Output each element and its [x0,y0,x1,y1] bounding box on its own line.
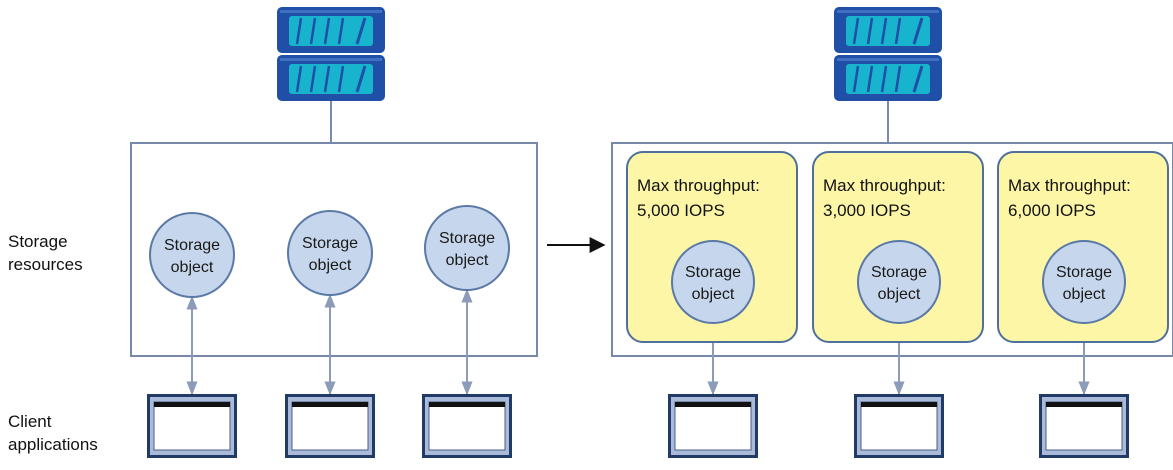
left-storage-system [277,7,385,101]
server-bay-slot [866,65,874,93]
server-unit-highlight [837,58,939,61]
storage-object-circle [287,210,373,296]
qos-policy-limit: 6,000 IOPS [1008,201,1096,220]
storage-object-label-line2: object [1063,286,1106,303]
storage-object-label-line1: Storage [439,230,495,247]
client-screen [674,401,752,451]
storage-object-label-line2: object [692,286,735,303]
server-bay-slot [337,17,345,45]
server-unit-highlight [837,10,939,13]
server-unit [277,7,385,53]
server-bay-slot [852,17,860,45]
storage-object-label-line2: object [878,286,921,303]
client-applications-label-line1: Client [8,412,52,431]
client-screen [860,401,938,451]
server-unit [834,7,942,53]
client-title-bar [292,402,368,407]
server-bay-slot [295,17,303,45]
server-bay-slot [323,17,331,45]
links-layer [186,101,1090,396]
main-layer: StorageobjectStorageobjectStorageobjectM… [147,7,1169,458]
left-storage-object-1: Storage object [149,212,235,298]
qos-policy-2: Max throughput: 3,000 IOPS Storage object [812,151,984,343]
qos-policy-title: Max throughput: [637,176,760,195]
left-storage-object-3: Storage object [424,205,510,291]
server-bay-divider [912,17,924,45]
storage-object-label-line2: object [309,257,352,274]
left-client-application-3 [422,394,512,458]
client-title-bar [675,402,751,407]
storage-object-circle [1042,240,1126,324]
server-bay-slot [894,17,902,45]
server-unit-highlight [280,10,382,13]
server-unit-panel [846,64,930,94]
server-bay-slot [880,17,888,45]
client-title-bar [1046,402,1122,407]
left-storage-object-2: Storage object [287,210,373,296]
storage-object-label-line2: object [171,259,214,276]
storage-object-label-line1: Storage [1056,264,1112,281]
storage-object-label-line1: Storage [302,235,358,252]
client-title-bar [429,402,505,407]
storage-object-label-line1: Storage [164,237,220,254]
storage-resources-label-line2: resources [8,255,83,274]
storage-resources-label: Storage resources [8,230,83,276]
qos-policy-title: Max throughput: [1008,176,1131,195]
qos-policy-limit: 5,000 IOPS [637,201,725,220]
client-screen [428,401,506,451]
server-bay-slot [309,17,317,45]
server-bay-slot [852,65,860,93]
server-unit-panel [846,16,930,46]
server-bay-slot [323,65,331,93]
server-bay-slot [309,65,317,93]
server-bay-slot [295,65,303,93]
client-title-bar [861,402,937,407]
server-unit-panel [289,64,373,94]
server-unit-panel [289,16,373,46]
right-client-application-1 [668,394,758,458]
client-screen [153,401,231,451]
right-storage-object-1: Storage object [671,240,755,324]
client-screen [291,401,369,451]
server-unit-highlight [280,58,382,61]
storage-object-circle [671,240,755,324]
storage-object-label-line1: Storage [871,264,927,281]
qos-policy-3: Max throughput: 6,000 IOPS Storage object [997,151,1169,343]
server-unit [834,55,942,101]
client-applications-label-line2: applications [8,435,98,454]
right-client-application-3 [1039,394,1129,458]
client-title-bar [154,402,230,407]
server-bay-slot [880,65,888,93]
server-bay-divider [912,65,924,93]
client-applications-label: Client applications [8,410,98,456]
right-storage-object-3: Storage object [1042,240,1126,324]
storage-object-circle [424,205,510,291]
storage-object-label-line2: object [446,252,489,269]
client-screen [1045,401,1123,451]
right-storage-pool [611,142,1173,357]
storage-resources-label-line1: Storage [8,232,68,251]
qos-policy-title: Max throughput: [823,176,946,195]
storage-object-circle [149,212,235,298]
right-storage-object-2: Storage object [857,240,941,324]
storage-object-circle [857,240,941,324]
left-client-application-1 [147,394,237,458]
storage-object-label-line1: Storage [685,264,741,281]
server-unit [277,55,385,101]
server-bay-slot [894,65,902,93]
server-bay-divider [355,17,367,45]
right-storage-system [834,7,942,101]
qos-policy-limit: 3,000 IOPS [823,201,911,220]
qos-policy-1: Max throughput: 5,000 IOPS Storage object [626,151,798,343]
server-bay-slot [337,65,345,93]
server-bay-slot [866,17,874,45]
server-bay-divider [355,65,367,93]
left-client-application-2 [285,394,375,458]
right-client-application-2 [854,394,944,458]
